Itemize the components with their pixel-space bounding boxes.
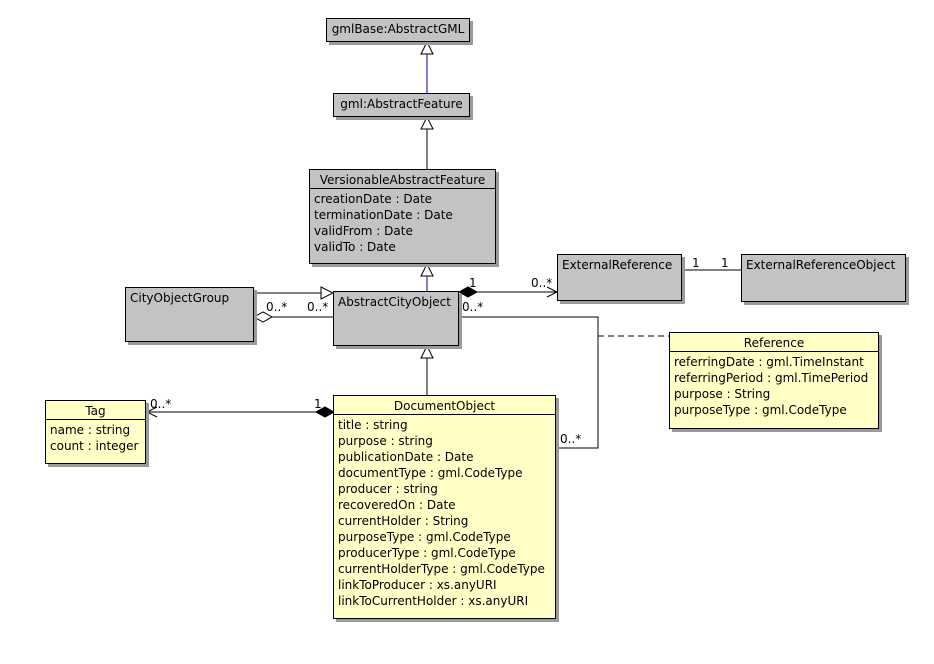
- class-name: Reference: [743, 336, 805, 350]
- composition-diamond-extref: [457, 286, 479, 298]
- attribute: validFrom : Date: [314, 224, 413, 238]
- class-name: CityObjectGroup: [130, 291, 230, 305]
- attribute: producer : string: [338, 482, 438, 496]
- multiplicity-group-aggregation: 0..*: [266, 300, 288, 314]
- attribute: currentHolderType : gml.CodeType: [338, 562, 545, 576]
- class-name: ExternalReference: [562, 258, 673, 272]
- class-name: AbstractCityObject: [338, 295, 451, 309]
- class-name: DocumentObject: [393, 399, 496, 413]
- association-reference: [459, 316, 599, 449]
- multiplicity-city-object-composition: 1: [469, 276, 477, 290]
- attribute: referringPeriod : gml.TimePeriod: [674, 371, 869, 385]
- aggregation-diamond: [252, 311, 274, 323]
- multiplicity-tag: 0..*: [150, 397, 172, 411]
- attribute: purposeType : gml.CodeType: [338, 530, 511, 544]
- attribute: terminationDate : Date: [314, 208, 453, 222]
- attribute-list: title : string purpose : string publicat…: [334, 414, 555, 611]
- attribute: purpose : string: [338, 434, 433, 448]
- class-tag[interactable]: Tag name : string count : integer: [45, 400, 146, 464]
- class-name: ExternalReferenceObject: [746, 258, 896, 272]
- class-document-object[interactable]: DocumentObject title : string purpose : …: [333, 395, 556, 619]
- multiplicity-city-object-reference: 0..*: [462, 300, 484, 314]
- multiplicity-group-city-object: 0..*: [307, 300, 329, 314]
- multiplicity-document-reference: 0..*: [560, 432, 582, 446]
- multiplicity-document-composition: 1: [314, 397, 322, 411]
- multiplicity-external-reference: 0..*: [531, 276, 553, 290]
- attribute: linkToProducer : xs.anyURI: [338, 578, 497, 592]
- class-external-reference[interactable]: ExternalReference: [557, 254, 682, 301]
- attribute: title : string: [338, 418, 408, 432]
- attribute-list: name : string count : integer: [46, 419, 145, 456]
- attribute: creationDate : Date: [314, 192, 433, 206]
- class-name: VersionableAbstractFeature: [319, 173, 486, 187]
- class-reference[interactable]: Reference referringDate : gml.TimeInstan…: [669, 332, 879, 429]
- multiplicity-extref-right: 1: [721, 256, 729, 270]
- attribute: purpose : String: [674, 387, 771, 401]
- class-city-object-group[interactable]: CityObjectGroup: [125, 287, 254, 342]
- class-name: gmlBase:AbstractGML: [331, 22, 465, 36]
- class-abstract-city-object[interactable]: AbstractCityObject: [333, 291, 459, 346]
- class-abstract-feature[interactable]: gml:AbstractFeature: [333, 93, 470, 117]
- class-name: Tag: [85, 404, 106, 418]
- attribute: name : string: [50, 423, 131, 437]
- attribute: purposeType : gml.CodeType: [674, 403, 847, 417]
- attribute: publicationDate : Date: [338, 450, 474, 464]
- attribute: linkToCurrentHolder : xs.anyURI: [338, 594, 529, 608]
- attribute: currentHolder : String: [338, 514, 469, 528]
- class-abstract-gml[interactable]: gmlBase:AbstractGML: [326, 18, 470, 42]
- class-versionable-abstract-feature[interactable]: VersionableAbstractFeature creationDate …: [309, 169, 496, 264]
- attribute: referringDate : gml.TimeInstant: [674, 355, 864, 369]
- attribute: validTo : Date: [314, 240, 396, 254]
- composition-diamond-tag: [314, 406, 336, 418]
- attribute: producerType : gml.CodeType: [338, 546, 516, 560]
- attribute-list: referringDate : gml.TimeInstant referrin…: [670, 351, 878, 420]
- class-name: gml:AbstractFeature: [340, 97, 463, 111]
- attribute-list: creationDate : Date terminationDate : Da…: [310, 188, 495, 257]
- attribute: count : integer: [50, 439, 139, 453]
- class-external-reference-object[interactable]: ExternalReferenceObject: [741, 254, 906, 302]
- attribute: recoveredOn : Date: [338, 498, 456, 512]
- attribute: documentType : gml.CodeType: [338, 466, 523, 480]
- multiplicity-extref-left: 1: [692, 256, 700, 270]
